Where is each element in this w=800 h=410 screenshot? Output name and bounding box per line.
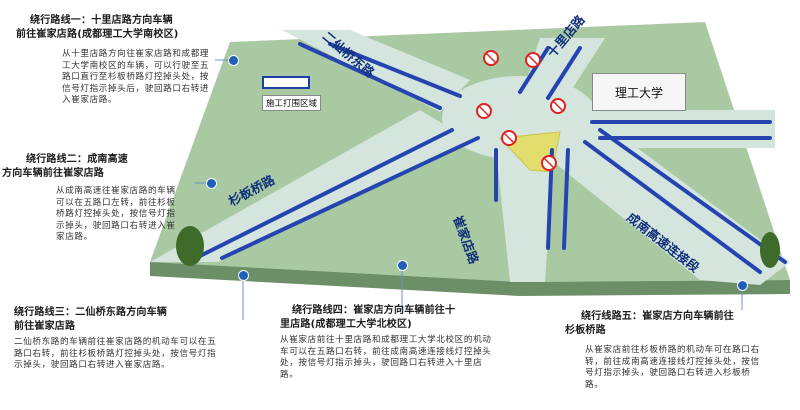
callout-marker-1 <box>228 55 239 66</box>
green-island-east <box>760 232 780 268</box>
route-3-callout: 绕行路线三：二仙桥东路方向车辆 前往崔家店路 二仙桥东路的车辆前往崔家店路的机动… <box>14 306 224 372</box>
map-legend: 施工打围区域 <box>262 76 322 111</box>
legend-swatch <box>262 76 310 89</box>
no-left-turn-icon <box>550 98 566 114</box>
route-1-title: 绕行路线一：十里店路方向车辆 前往崔家店路(成都理工大学南校区) <box>16 15 179 40</box>
callout-marker-4 <box>397 260 408 271</box>
legend-label: 施工打围区域 <box>262 95 322 111</box>
route-2-callout: 绕行路线二：成南高速 方向车辆前往崔家店路 从成南高速往崔家店路的车辆可以在五路… <box>0 153 200 244</box>
route-5-body: 从崔家店前往杉板桥路的机动车可在路口右转，前往成南高速连接线灯控掉头处，按信号灯… <box>585 345 760 390</box>
route-4-body: 从崔家店前往十里店路和成都理工大学北校区的机动车可以在五路口右转，前往成南高速连… <box>280 335 492 380</box>
traffic-signs <box>476 50 566 171</box>
map-ground-edge <box>150 262 790 296</box>
route-2-title: 绕行路线二：成南高速 方向车辆前往崔家店路 <box>2 154 128 179</box>
route-1-callout: 绕行路线一：十里店路方向车辆 前往崔家店路(成都理工大学南校区) 从十里店路方向… <box>0 14 210 107</box>
no-u-turn-icon <box>525 52 541 68</box>
green-island-west <box>176 226 204 266</box>
route-4-callout: 绕行路线四：崔家店方向车辆前往十 里店路(成都理工大学北校区) 从崔家店前往十里… <box>280 304 500 381</box>
route-4-title: 绕行路线四：崔家店方向车辆前往十 里店路(成都理工大学北校区) <box>280 305 456 330</box>
callout-marker-3 <box>238 270 249 281</box>
callout-marker-2 <box>206 178 217 189</box>
route-5-callout: 绕行线路五：崔家店方向车辆前往 杉板桥路 从崔家店前往杉板桥路的机动车可在路口右… <box>565 310 795 391</box>
route-1-body: 从十里店路方向往崔家店路和成都理工大学南校区的车辆，可以行驶至五路口直行至杉板桥… <box>62 49 210 106</box>
no-right-turn-icon <box>476 103 492 119</box>
route-5-title: 绕行线路五：崔家店方向车辆前往 杉板桥路 <box>565 311 734 336</box>
landmark-university: 理工大学 <box>592 73 686 111</box>
no-u-turn-icon <box>501 130 517 146</box>
route-3-body: 二仙桥东路的车辆前往崔家店路的机动车可以在五路口右转，前往杉板桥路灯控掉头处，按… <box>14 337 217 371</box>
no-left-turn-icon <box>483 50 499 66</box>
route-3-title: 绕行路线三：二仙桥东路方向车辆 前往崔家店路 <box>14 307 167 332</box>
no-right-turn-icon <box>541 155 557 171</box>
callout-marker-5 <box>737 280 748 291</box>
route-2-body: 从成南高速往崔家店路的车辆可以在五路口左转，前往杉板桥路灯控掉头处，按信号灯指示… <box>56 186 176 243</box>
